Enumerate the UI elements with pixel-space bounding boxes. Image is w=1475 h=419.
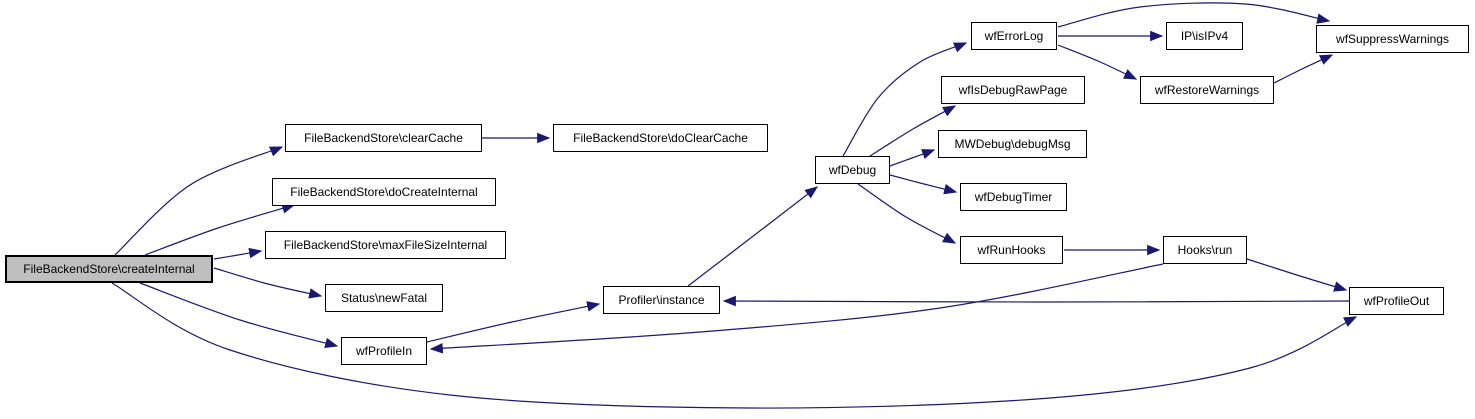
edge-create-internal-to-max-file-size-internal [213,247,263,260]
edge-create-internal-to-status-new-fatal [213,267,323,299]
node-label: MWDebug\debugMsg [954,137,1071,151]
node-label: wfSuppressWarnings [1336,32,1449,46]
node-label: FileBackendStore\maxFileSizeInternal [283,238,488,252]
node-ip-is-ipv4[interactable]: IP\isIPv4 [1166,22,1243,50]
edge-wf-debug-to-mw-debug-debug-msg [889,149,936,167]
node-status-new-fatal[interactable]: Status\newFatal [325,284,443,312]
node-wf-profile-in[interactable]: wfProfileIn [341,337,427,365]
node-label: wfDebug [828,163,877,177]
node-wf-error-log[interactable]: wfErrorLog [971,22,1057,50]
node-clear-cache[interactable]: FileBackendStore\clearCache [285,124,482,152]
edge-create-internal-to-do-create-internal [144,203,296,256]
edge-create-internal-to-wf-profile-in [139,282,339,349]
node-wf-is-debug-raw-page[interactable]: wfIsDebugRawPage [941,76,1085,104]
edge-create-internal-to-wf-profile-out [111,282,1358,409]
edge-profiler-instance-to-wf-debug [687,186,819,287]
edge-wf-profile-in-to-profiler-instance [426,301,601,343]
node-do-clear-cache[interactable]: FileBackendStore\doClearCache [553,124,768,152]
node-label: FileBackendStore\doCreateInternal [290,185,478,199]
node-label: wfProfileOut [1363,294,1430,308]
edge-wf-error-log-to-wf-restore-warnings [1057,44,1138,80]
edge-wf-error-log-to-wf-suppress-warnings [1057,2,1331,28]
edge-wf-debug-to-wf-debug-timer [889,174,958,195]
node-do-create-internal[interactable]: FileBackendStore\doCreateInternal [272,178,496,206]
node-label: wfRunHooks [977,243,1046,257]
edge-wf-debug-to-wf-is-debug-raw-page [869,105,957,157]
edge-wf-restore-warnings-to-wf-suppress-warnings [1273,54,1334,84]
node-wf-debug[interactable]: wfDebug [815,156,890,184]
edges-group [111,2,1358,409]
node-wf-run-hooks[interactable]: wfRunHooks [960,236,1063,264]
node-label: wfErrorLog [984,29,1044,43]
node-label: wfProfileIn [355,344,413,358]
node-max-file-size-internal[interactable]: FileBackendStore\maxFileSizeInternal [265,231,506,259]
node-label: FileBackendStore\doClearCache [573,131,748,145]
node-label: Status\newFatal [340,291,428,305]
edge-hooks-run-to-wf-profile-out [1246,258,1348,292]
node-hooks-run[interactable]: Hooks\run [1163,236,1247,264]
node-label: IP\isIPv4 [1180,29,1229,43]
edge-wf-debug-to-wf-error-log [842,42,968,157]
node-label: wfRestoreWarnings [1154,83,1260,97]
node-create-internal[interactable]: FileBackendStore\createInternal [5,255,213,283]
node-label: wfIsDebugRawPage [958,83,1068,97]
node-mw-debug-debug-msg[interactable]: MWDebug\debugMsg [938,130,1087,158]
node-wf-profile-out[interactable]: wfProfileOut [1349,287,1444,315]
edge-create-internal-to-clear-cache [114,146,284,256]
edge-wf-debug-to-wf-run-hooks [857,183,957,244]
node-label: FileBackendStore\clearCache [304,131,463,145]
node-label: Hooks\run [1177,243,1233,257]
node-wf-suppress-warnings[interactable]: wfSuppressWarnings [1316,25,1469,53]
edge-hooks-run-to-wf-profile-in [429,263,1164,354]
node-wf-debug-timer[interactable]: wfDebugTimer [960,183,1067,211]
node-profiler-instance[interactable]: Profiler\instance [603,286,720,314]
node-label: wfDebugTimer [974,190,1053,204]
edge-wf-profile-out-to-profiler-instance [722,295,1350,307]
node-wf-restore-warnings[interactable]: wfRestoreWarnings [1140,76,1274,104]
node-label: FileBackendStore\createInternal [23,262,195,276]
node-label: Profiler\instance [618,293,705,307]
